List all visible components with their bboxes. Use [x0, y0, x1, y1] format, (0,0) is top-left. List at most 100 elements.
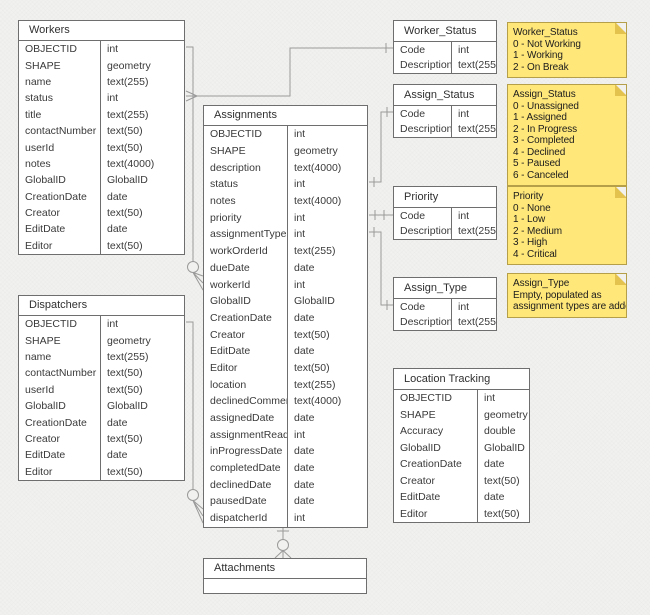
field-name: SHAPE	[394, 406, 478, 423]
note-line: 1 - Assigned	[513, 112, 567, 123]
field-name: GlobalID	[394, 439, 478, 456]
entity-title: Assign_Type	[394, 278, 496, 299]
entity-attachments: Attachments	[203, 558, 367, 594]
note-line: Empty, populated as	[513, 289, 602, 301]
field-type: text(255)	[458, 316, 496, 329]
field-type: date	[294, 311, 315, 324]
field-name: workOrderId	[204, 242, 288, 260]
field-type: geometry	[107, 59, 151, 72]
note-line: 4 - Declined	[513, 146, 566, 158]
cardinality-one-tick	[373, 107, 388, 187]
field-name: name	[19, 73, 101, 91]
field-name: location	[204, 376, 288, 393]
note-line: 0 - Not Working	[513, 38, 581, 50]
field-type: geometry	[107, 334, 151, 347]
field-type: date	[294, 261, 315, 274]
field-name: Description	[394, 314, 452, 330]
relationship-assignments-priority	[369, 210, 393, 220]
relationship-workers-worker-status	[185, 43, 393, 102]
field-name: assignedDate	[204, 409, 288, 427]
field-name: OBJECTID	[204, 126, 288, 143]
field-name: GlobalID	[19, 397, 101, 415]
field-name: contactNumber	[19, 122, 101, 140]
field-name: notes	[19, 155, 101, 173]
field-name: Description	[394, 121, 452, 137]
field-row: Description text(255)	[394, 314, 496, 330]
field-type: date	[107, 223, 128, 236]
field-name: notes	[204, 192, 288, 210]
field-type: int	[107, 43, 119, 56]
field-name: completedDate	[204, 459, 288, 477]
field-name: SHAPE	[204, 142, 288, 160]
field-type: int	[107, 92, 119, 105]
note-title: Assign_Status	[513, 89, 576, 100]
cardinality-zero-circle	[187, 261, 199, 273]
field-type: text(50)	[107, 432, 143, 445]
field-type: int	[458, 209, 470, 222]
empty-row	[204, 579, 366, 593]
field-type: date	[294, 445, 315, 458]
note-fold-corner	[615, 273, 626, 285]
field-type: double	[484, 425, 516, 438]
crow-foot-many	[192, 500, 204, 524]
field-name: userId	[19, 139, 101, 156]
field-type: int	[484, 392, 496, 405]
field-type: date	[294, 462, 315, 475]
field-type: GlobalID	[107, 174, 148, 187]
field-name: Code	[394, 299, 452, 315]
field-name: contactNumber	[19, 365, 101, 382]
field-type: int	[294, 228, 306, 241]
field-type: text(255)	[458, 59, 496, 72]
field-name: CreationDate	[19, 414, 101, 431]
field-name: Description	[394, 223, 452, 239]
field-type: int	[294, 178, 306, 191]
crow-foot-many	[274, 550, 292, 559]
field-type: date	[294, 345, 315, 358]
note-line: 2 - Medium	[513, 225, 563, 237]
entity-title: Assignments	[204, 106, 367, 126]
crow-foot-many	[192, 272, 204, 291]
field-name: title	[19, 106, 101, 123]
note-line: assignment types are added	[513, 301, 627, 312]
field-name: Editor	[19, 463, 101, 480]
field-name: EditDate	[19, 221, 101, 238]
field-name: workerId	[204, 276, 288, 293]
entity-title: Assign_Status	[394, 85, 496, 106]
note-fold-corner	[615, 23, 626, 34]
field-type: int	[294, 512, 306, 525]
note-line: 0 - Unassigned	[513, 100, 579, 112]
field-type: int	[107, 318, 119, 331]
field-type: int	[458, 107, 470, 120]
field-type: text(255)	[294, 245, 336, 258]
note-line: 6 - Canceled	[513, 169, 569, 181]
